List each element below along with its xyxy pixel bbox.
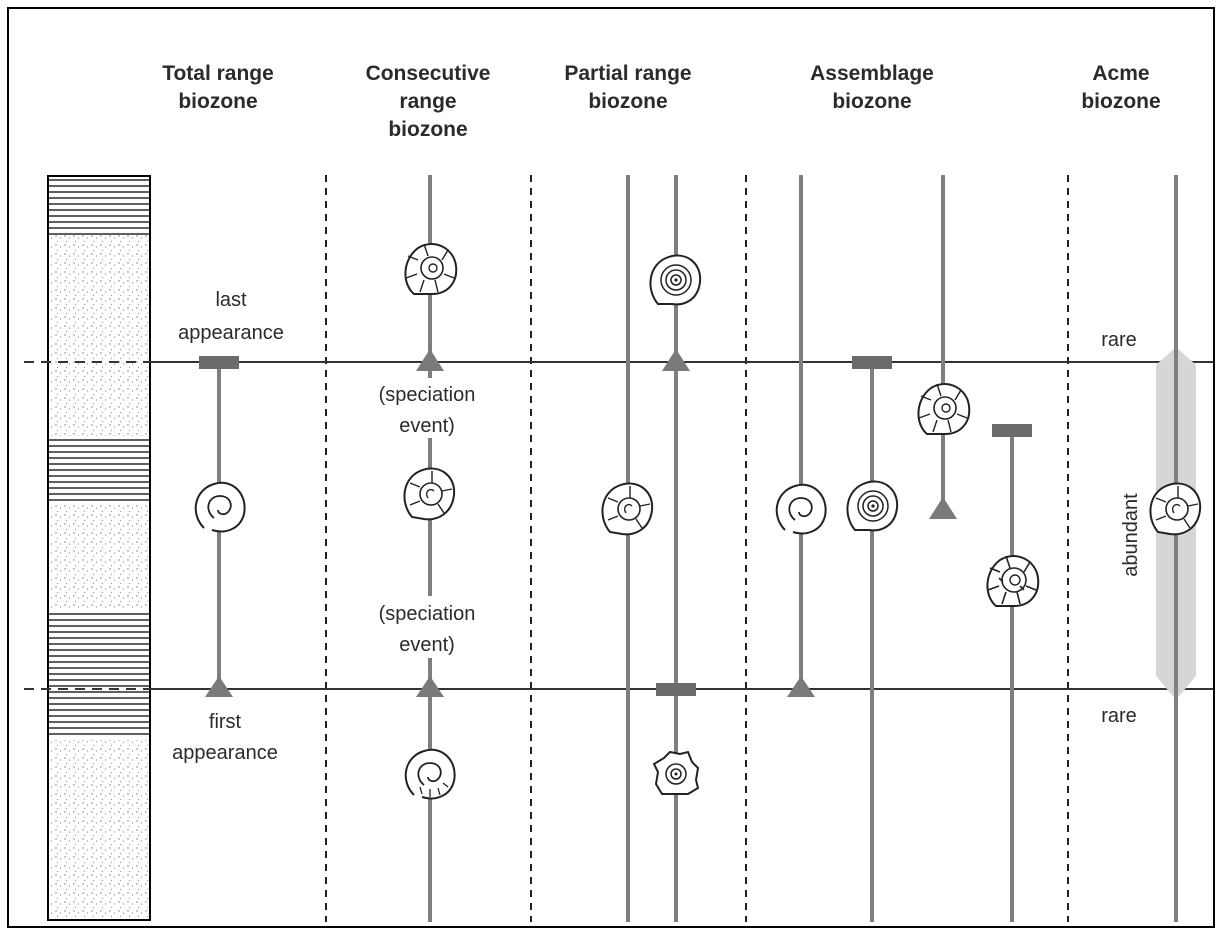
bed-laminated-3 xyxy=(48,610,150,740)
last-appearance-bar-total xyxy=(199,356,239,369)
spiral-smooth-icon xyxy=(775,483,827,535)
column-headers: Total range biozone Consecutive range bi… xyxy=(162,62,1160,141)
first-appearance-triangle-assemblage-a xyxy=(787,676,815,697)
header-partial-range-line1: Partial range xyxy=(564,62,691,85)
header-acme-line2: biozone xyxy=(1081,90,1160,113)
diagram-frame xyxy=(7,7,1215,928)
bed-sandstone-1 xyxy=(48,235,150,436)
last-appearance-bar-partial xyxy=(656,683,696,696)
ammonite-ribbed-icon xyxy=(404,243,458,295)
label-last-appearance-line2: appearance xyxy=(178,322,284,344)
header-consecutive-range-line3: biozone xyxy=(388,118,467,141)
header-consecutive-range-line2: range xyxy=(399,90,456,113)
last-appearance-bar-assemblage-d xyxy=(992,424,1032,437)
range-lines xyxy=(217,175,1178,922)
gastropod-icon xyxy=(652,750,700,795)
header-partial-range-line2: biozone xyxy=(588,90,667,113)
fossil-icons xyxy=(194,243,1202,800)
first-appearance-triangle-consecutive-lower xyxy=(416,676,444,697)
lamination-lines-2 xyxy=(48,439,150,501)
label-rare-bottom: rare xyxy=(1101,705,1137,727)
ammonite-ribbed-icon xyxy=(986,555,1040,607)
spiral-coiled-icon xyxy=(649,254,702,306)
ammonite-ribbed-icon xyxy=(917,383,971,435)
label-speciation-lower-line2: event) xyxy=(399,634,455,656)
lamination-lines-1 xyxy=(48,179,150,235)
header-consecutive-range-line1: Consecutive xyxy=(366,62,491,85)
header-total-range-line1: Total range xyxy=(162,62,274,85)
first-appearance-triangle-consecutive-upper xyxy=(416,349,444,371)
bed-sandstone-3 xyxy=(48,740,150,920)
label-abundant: abundant xyxy=(1120,493,1142,577)
stratigraphic-column xyxy=(47,175,151,921)
spiral-coiled-icon xyxy=(846,480,899,532)
column-outline xyxy=(47,175,151,921)
label-first-appearance-line2: appearance xyxy=(172,742,278,764)
annotations: last appearance first appearance (specia… xyxy=(172,289,1142,764)
last-appearance-markers xyxy=(199,356,1032,696)
label-first-appearance-line1: first xyxy=(209,711,242,733)
lamination-lines-3 xyxy=(48,613,150,735)
last-appearance-bar-assemblage-b xyxy=(852,356,892,369)
first-appearance-triangle-assemblage-c xyxy=(929,497,957,519)
header-assemblage-line1: Assemblage xyxy=(810,62,934,85)
spiral-tubercle-icon xyxy=(601,482,654,536)
label-speciation-upper-line1: (speciation xyxy=(379,384,476,406)
header-acme-line1: Acme xyxy=(1092,62,1149,85)
spiral-smooth-icon xyxy=(404,748,456,800)
bed-laminated-1 xyxy=(48,176,150,235)
spiral-smooth-icon xyxy=(194,481,246,533)
label-last-appearance-line1: last xyxy=(215,289,247,311)
first-appearance-triangle-total xyxy=(205,676,233,697)
bed-sandstone-2 xyxy=(48,503,150,610)
header-assemblage-line2: biozone xyxy=(832,90,911,113)
label-rare-top: rare xyxy=(1101,329,1137,351)
first-appearance-markers xyxy=(205,349,957,697)
header-total-range-line2: biozone xyxy=(178,90,257,113)
speciation-label-mask-upper xyxy=(355,378,505,438)
label-speciation-lower-line1: (speciation xyxy=(379,603,476,625)
label-speciation-upper-line2: event) xyxy=(399,415,455,437)
first-appearance-triangle-partial xyxy=(662,349,690,371)
spiral-tubercle-icon xyxy=(403,467,456,521)
spiral-tubercle-icon xyxy=(1149,482,1202,536)
speciation-label-mask-lower xyxy=(355,596,505,658)
